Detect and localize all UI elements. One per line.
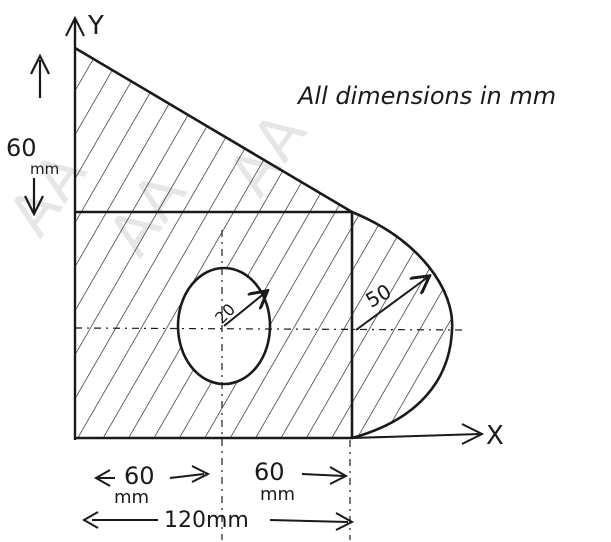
- hole-radius-arrow: [223, 292, 266, 327]
- right-segment-unit: mm: [260, 484, 295, 505]
- horizontal-centerline: [74, 327, 466, 331]
- height-unit: mm: [30, 160, 59, 178]
- triangle-hypotenuse: [74, 46, 353, 214]
- y-axis-label: Y: [87, 11, 104, 41]
- total-width-label: 120mm: [164, 508, 249, 533]
- height-value: 60: [6, 134, 37, 162]
- hatched-region: [75, 48, 453, 438]
- height-dimension: [24, 53, 50, 217]
- x-axis-arrowhead: [461, 423, 485, 445]
- dimensions-note: All dimensions in mm: [296, 82, 556, 110]
- x-axis: [351, 433, 481, 439]
- y-axis-arrowhead: [65, 15, 85, 37]
- left-segment-value: 60: [124, 462, 155, 490]
- semicircle-radius-arrow: [355, 277, 428, 331]
- circular-hole: [176, 266, 272, 386]
- shape-outline: [74, 46, 454, 440]
- semicircle-outline: [351, 210, 454, 440]
- left-segment-unit: mm: [114, 487, 149, 508]
- width-dimensions: [81, 465, 355, 531]
- square-outline: [75, 210, 354, 440]
- x-axis-label: X: [486, 421, 504, 451]
- right-segment-value: 60: [254, 458, 285, 486]
